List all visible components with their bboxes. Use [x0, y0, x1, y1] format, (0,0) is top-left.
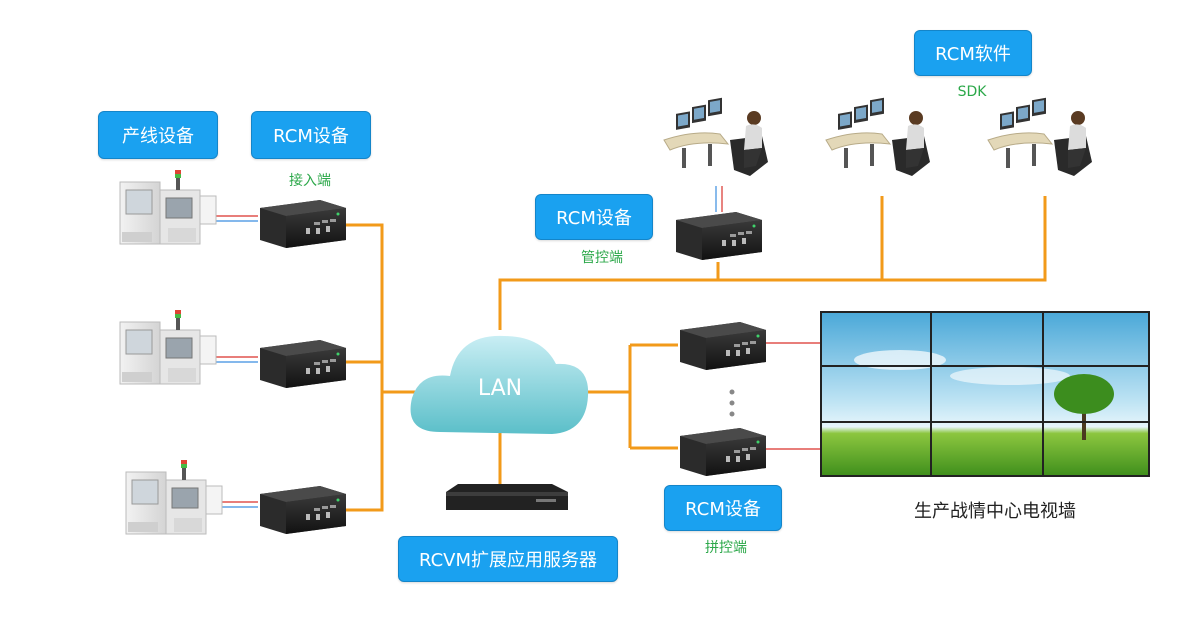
rcm-control-device-icon	[676, 212, 762, 260]
video-wall-icon	[820, 311, 1150, 477]
lan-cloud-icon	[410, 335, 589, 434]
device-cables	[216, 186, 820, 508]
control-bus-line	[498, 196, 1047, 330]
production-equipment-label: 产线设备	[98, 111, 218, 159]
rcm-splice-device-icon	[680, 428, 766, 476]
operator-workstation-icon	[825, 97, 931, 177]
rcvm-server-label: RCVM扩展应用服务器	[398, 536, 618, 582]
access-trunk-line	[346, 223, 384, 512]
rcm-control-sublabel: 管控端	[581, 250, 623, 266]
lan-label: LAN	[477, 376, 523, 401]
rcm-software-sublabel: SDK	[957, 84, 987, 100]
rcm-splice-label: RCM设备	[664, 485, 782, 531]
rcm-access-sublabel: 接入端	[289, 173, 331, 189]
rcm-splice-sublabel: 拼控端	[705, 540, 747, 556]
rcm-access-label: RCM设备	[251, 111, 371, 159]
rcm-control-label: RCM设备	[535, 194, 653, 240]
video-wall-caption: 生产战情中心电视墙	[914, 501, 1076, 522]
rcm-software-label: RCM软件	[914, 30, 1032, 76]
production-machine-icon	[125, 459, 223, 535]
rcm-access-device-icon	[260, 340, 346, 388]
rcm-access-device-icon	[260, 200, 346, 248]
rcm-splice-device-icon	[680, 322, 766, 370]
splice-branch-line	[628, 343, 678, 450]
rcm-access-device-icon	[260, 486, 346, 534]
operator-workstation-icon	[663, 97, 769, 177]
rcvm-server-icon	[446, 484, 568, 510]
production-machine-icon	[119, 309, 217, 385]
operator-workstation-icon	[987, 97, 1093, 177]
network-links	[346, 196, 1047, 512]
production-machine-icon	[119, 169, 217, 245]
more-devices-ellipsis-icon	[729, 389, 735, 417]
